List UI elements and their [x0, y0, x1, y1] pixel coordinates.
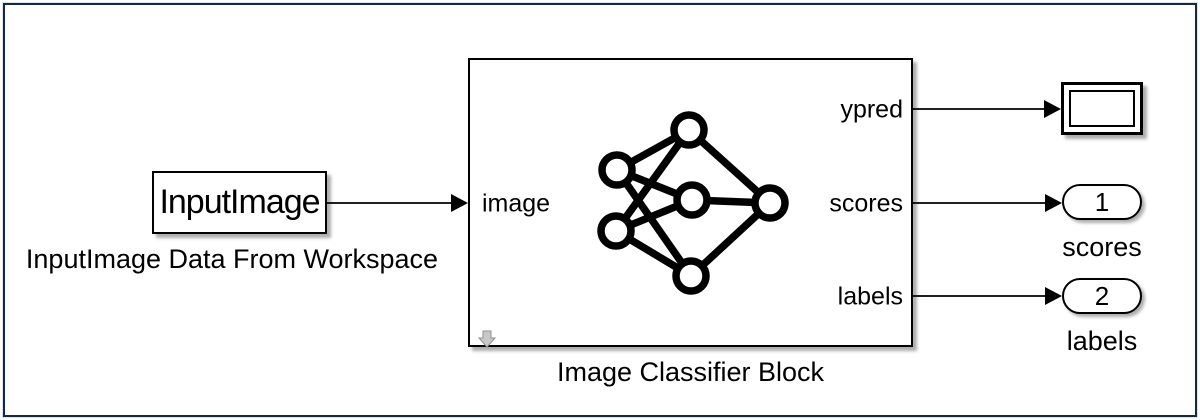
outport-labels-caption: labels: [1066, 326, 1138, 356]
display-block[interactable]: [1061, 82, 1143, 135]
inputimage-block-label: InputImage: [159, 183, 320, 221]
outport-labels-number: 2: [1094, 280, 1110, 311]
output-port-label-labels: labels: [837, 282, 903, 311]
image-classifier-block-caption: Image Classifier Block: [556, 357, 825, 387]
outport-labels[interactable]: 2: [1062, 278, 1142, 314]
arrowhead-scores: [1045, 194, 1062, 212]
outport-scores-caption: scores: [1062, 232, 1142, 262]
inputimage-block[interactable]: InputImage: [152, 171, 327, 234]
output-port-label-ypred: ypred: [840, 95, 903, 124]
outport-scores[interactable]: 1: [1062, 184, 1142, 220]
input-port-label-image: image: [482, 189, 551, 218]
outport-scores-number: 1: [1094, 186, 1110, 217]
arrowhead-ypred: [1044, 100, 1061, 118]
arrowhead-image: [451, 194, 468, 212]
display-block-screen: [1069, 90, 1135, 127]
output-port-label-scores: scores: [829, 189, 903, 218]
arrowhead-labels: [1045, 287, 1062, 305]
inputimage-block-caption: InputImage Data From Workspace: [25, 244, 439, 274]
image-classifier-block[interactable]: [468, 58, 913, 347]
